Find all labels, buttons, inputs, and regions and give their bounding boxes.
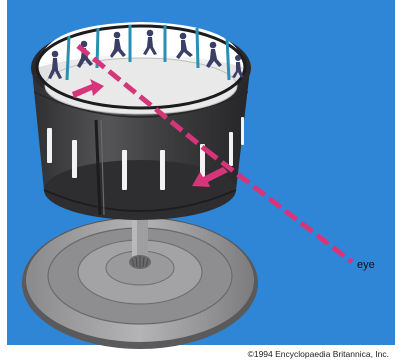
eye-label: eye (357, 259, 375, 271)
copyright-notice: ©1994 Encyclopaedia Britannica, Inc. (248, 349, 389, 359)
